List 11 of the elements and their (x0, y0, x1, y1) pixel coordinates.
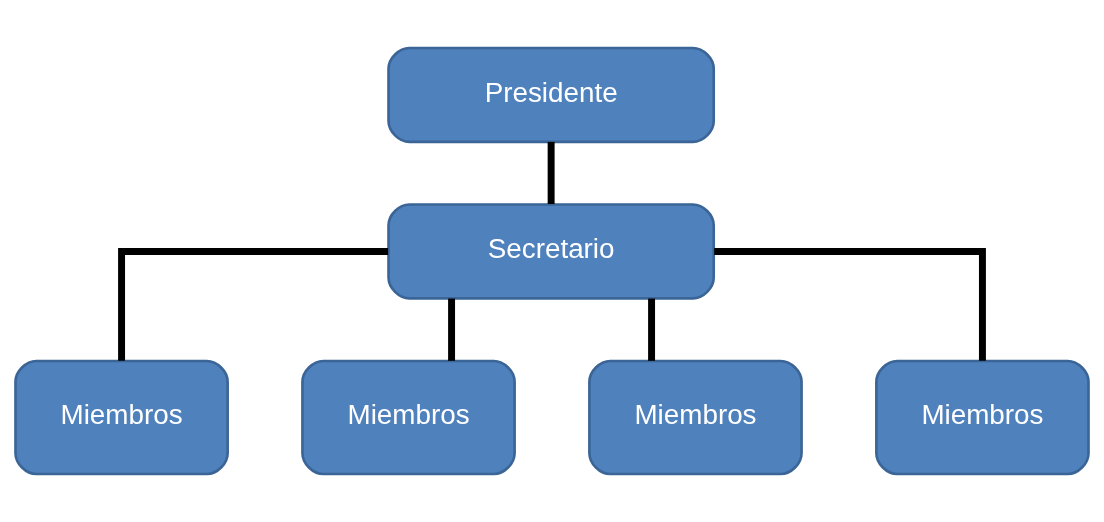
node-box: Miembros (14, 359, 229, 476)
node-box: Presidente (387, 46, 716, 144)
node-box: Miembros (301, 359, 516, 476)
node-box: Miembros (875, 359, 1090, 476)
connector (448, 298, 456, 361)
node-box: Secretario (387, 203, 716, 300)
connector (648, 298, 656, 361)
connector (714, 247, 986, 361)
connector (547, 141, 555, 204)
connector (118, 247, 389, 361)
node-box: Miembros (588, 359, 803, 476)
